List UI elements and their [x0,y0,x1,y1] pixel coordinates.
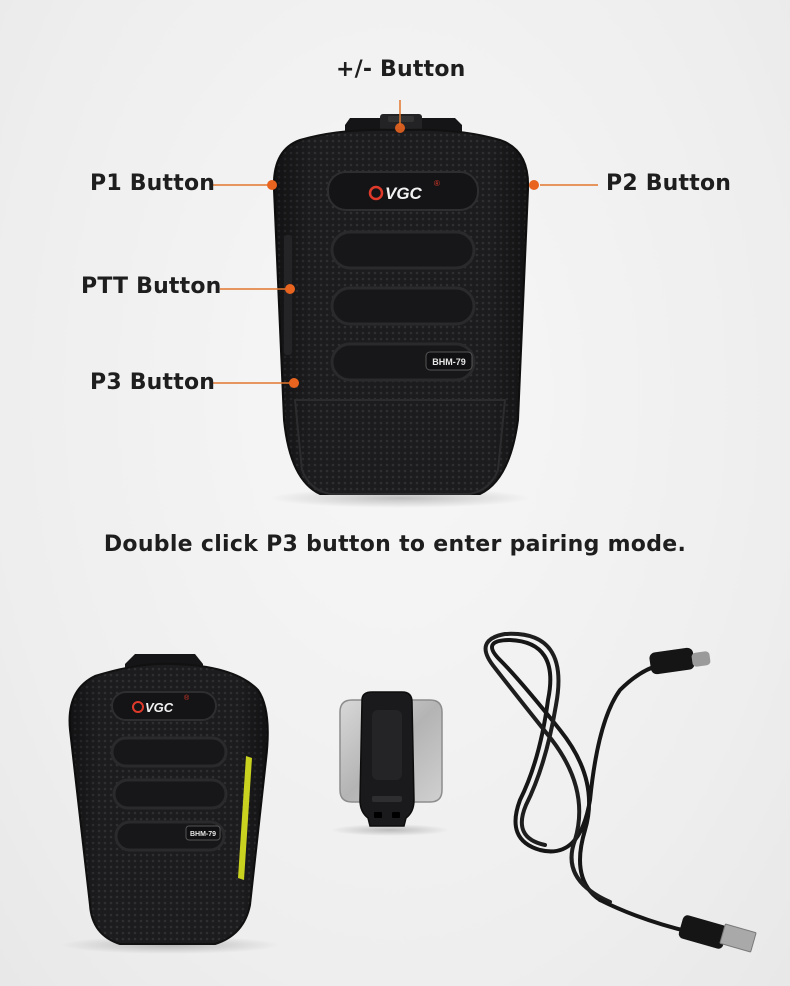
callout-dot [529,180,539,190]
logo-plate [327,171,479,211]
speaker-mic-angled: VGC ® BHM-79 [60,654,280,954]
volume-button-label: +/- Button [336,57,466,82]
belt-clip [330,691,450,836]
callouts [212,100,598,388]
model-badge [425,351,473,371]
grille-bar [110,736,228,768]
grille-bar [112,778,228,810]
grille-bar [330,286,476,326]
callout-dot [267,180,277,190]
main-speaker-mic: VGC ® BHM-79 [270,114,530,508]
usb-cable [483,631,757,953]
registered-mark: ® [434,179,440,188]
model-label: BHM-79 [190,831,216,838]
usb-a-connector [678,915,757,953]
pairing-instruction: Double click P3 button to enter pairing … [103,532,687,557]
model-label: BHM-79 [432,357,466,367]
usb-c-connector [649,647,711,675]
callout-dot [289,378,299,388]
brand-logo-icon [132,701,144,713]
brand-logo-icon [368,185,384,201]
p2-button-label: P2 Button [606,171,732,196]
callout-dot [395,123,405,133]
brand-logo: VGC [385,184,423,203]
ptt-button-label: PTT Button [81,274,222,299]
accent-stripe [238,756,252,880]
registered-mark: ® [184,694,190,702]
p3-button-label: P3 Button [90,370,216,395]
p1-button-label: P1 Button [90,171,216,196]
model-badge [185,825,221,841]
brand-logo: VGC [145,700,174,715]
callout-dot [285,284,295,294]
side-ptt-button [284,235,292,355]
grille-bar [330,230,476,270]
